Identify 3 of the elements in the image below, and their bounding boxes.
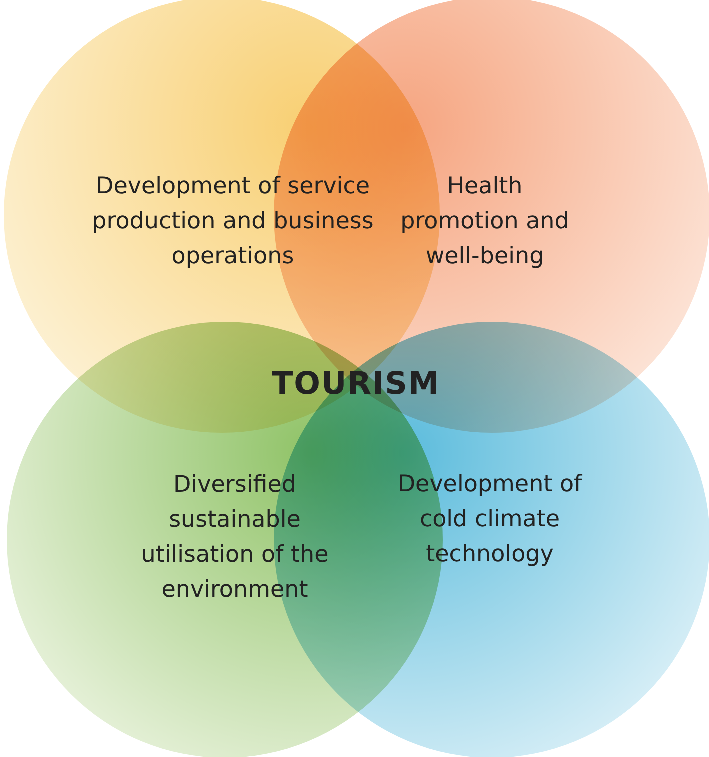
circle-label: Diversified sustainable utilisation of the environment bbox=[140, 471, 330, 605]
circle-label: Health promotion and well-being bbox=[400, 172, 570, 272]
circle-label: Development of service production and business operations bbox=[91, 172, 375, 272]
